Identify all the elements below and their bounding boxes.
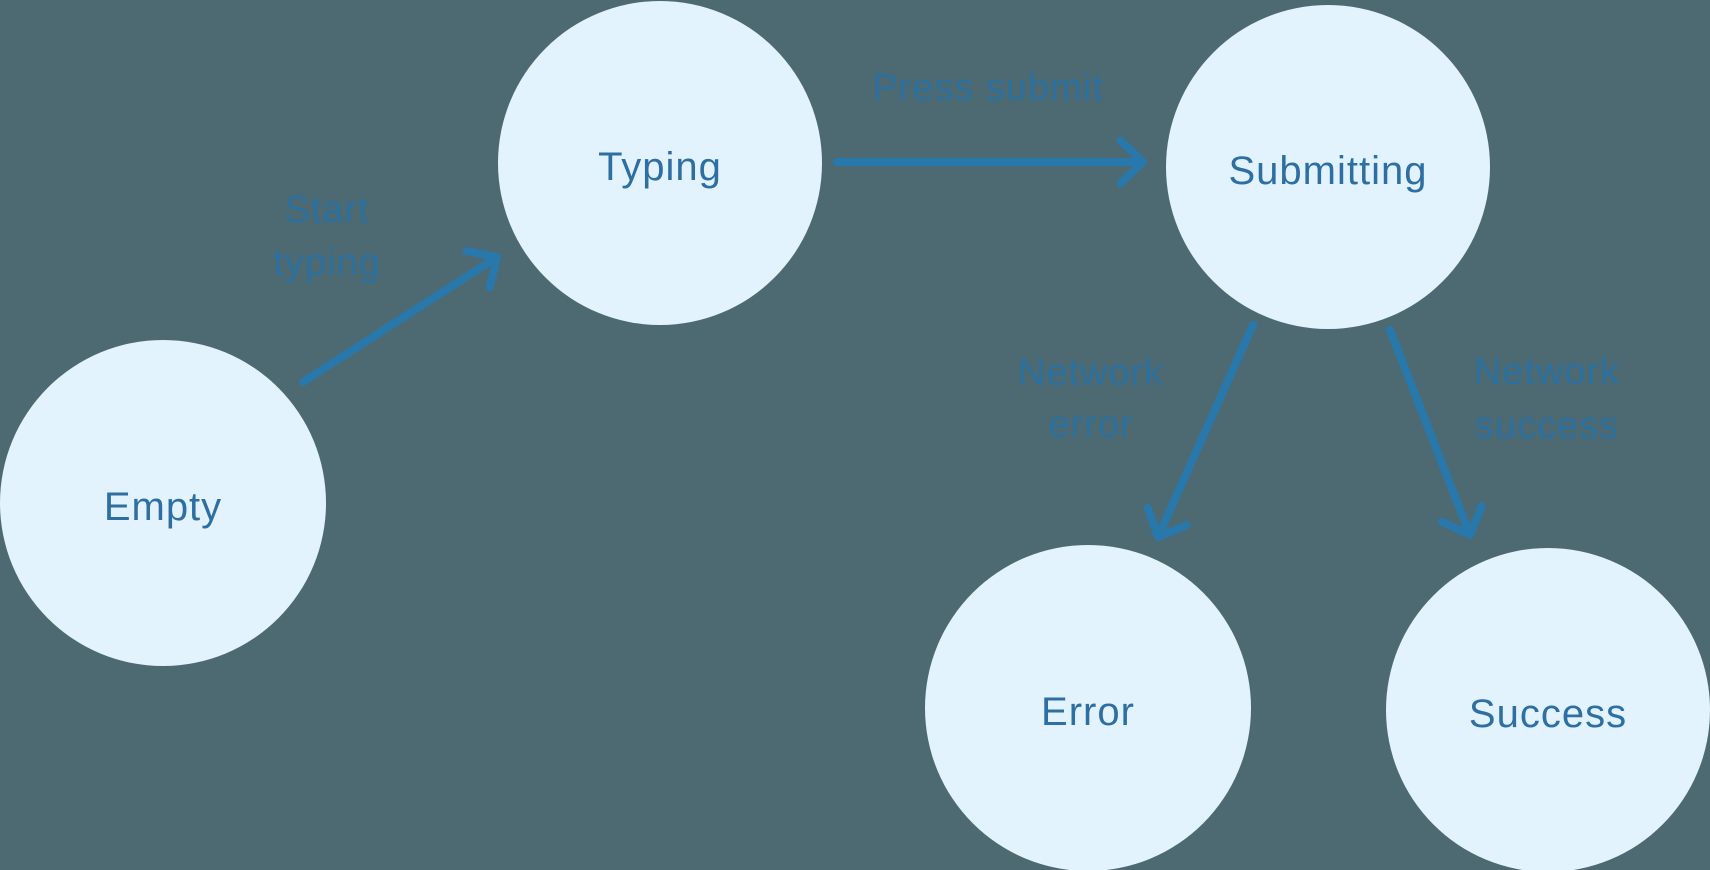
transition-arrowhead <box>1466 502 1486 539</box>
transition-label: success <box>1475 405 1619 447</box>
transition-arrowhead <box>462 247 501 261</box>
state-circle-typing[interactable] <box>498 1 822 325</box>
state-circle-submitting[interactable] <box>1166 5 1490 329</box>
transition-arrow-shaft <box>1154 321 1257 541</box>
transition-label: Network <box>1474 351 1620 393</box>
transition-start-typing[interactable]: Start typing <box>273 189 501 386</box>
transition-arrowhead <box>1154 521 1191 541</box>
transition-label: Start <box>284 189 369 231</box>
state-node-error[interactable]: Error <box>925 545 1251 870</box>
transition-network-success[interactable]: Network success <box>1386 326 1620 539</box>
transition-arrowhead <box>1116 136 1147 166</box>
transition-label: error <box>1048 404 1133 446</box>
state-label-empty: Empty <box>104 485 222 529</box>
state-node-success[interactable]: Success <box>1386 548 1710 870</box>
transition-arrowhead <box>1116 158 1147 188</box>
state-label-success: Success <box>1469 692 1627 736</box>
transition-label: typing <box>273 242 380 284</box>
state-node-empty[interactable]: Empty <box>0 340 326 666</box>
transition-arrowhead <box>1143 503 1162 541</box>
state-label-typing: Typing <box>598 145 722 189</box>
transition-label: Network <box>1018 352 1164 394</box>
transition-press-submit[interactable]: Press submit <box>833 67 1147 188</box>
transition-arrow-shaft <box>299 253 501 386</box>
transition-network-error[interactable]: Network error <box>1018 321 1257 541</box>
state-node-typing[interactable]: Typing <box>498 1 822 325</box>
state-circle-error[interactable] <box>925 545 1251 870</box>
transition-arrow-shaft <box>1386 326 1474 539</box>
state-circle-empty[interactable] <box>0 340 326 666</box>
state-circle-success[interactable] <box>1386 548 1710 870</box>
transition-label: Press submit <box>872 67 1104 109</box>
transition-arrowhead <box>1437 517 1474 539</box>
state-label-error: Error <box>1041 690 1135 734</box>
transition-arrowhead <box>485 253 501 292</box>
state-node-submitting[interactable]: Submitting <box>1166 5 1490 329</box>
state-label-submitting: Submitting <box>1229 149 1428 193</box>
